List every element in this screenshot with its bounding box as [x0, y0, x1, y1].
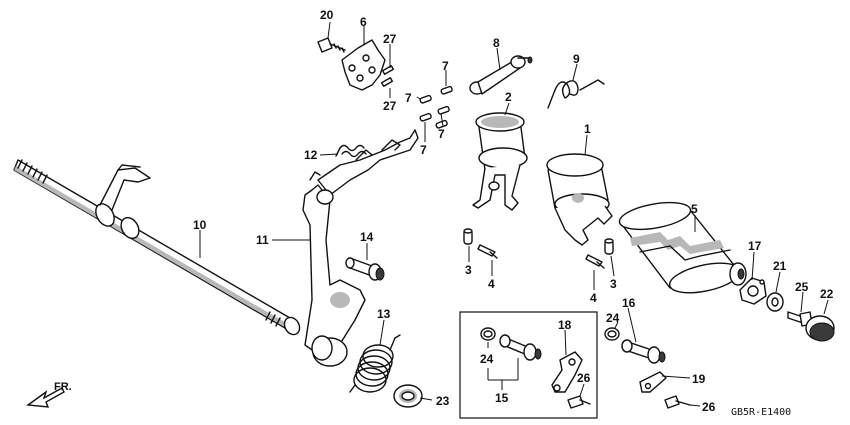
label-26b: 26 — [702, 400, 716, 414]
oil-seal-part — [393, 384, 423, 408]
label-23: 23 — [436, 394, 450, 408]
drum-stopper-plate-part — [317, 37, 395, 91]
label-4a: 4 — [488, 277, 495, 291]
direction-label: FR. — [54, 381, 72, 393]
shift-drum-part — [618, 201, 747, 294]
label-6: 6 — [360, 15, 367, 29]
stopper-arm-part — [469, 55, 533, 95]
label-7b: 7 — [405, 91, 412, 105]
bolt-26-part — [664, 395, 691, 409]
label-24a: 24 — [480, 352, 494, 366]
label-21: 21 — [773, 259, 787, 273]
front-direction-arrow: FR. — [26, 381, 72, 408]
label-8: 8 — [493, 36, 500, 50]
detail-box — [459, 311, 598, 419]
guide-pin-left-part — [463, 228, 473, 245]
label-1: 1 — [584, 122, 591, 136]
label-26a: 26 — [577, 371, 591, 385]
label-13: 13 — [377, 307, 391, 321]
label-25: 25 — [795, 280, 809, 294]
label-27a: 27 — [383, 32, 397, 46]
label-27b: 27 — [383, 99, 397, 113]
coil-spring-part — [349, 334, 401, 393]
dowel-pins-part — [419, 85, 453, 129]
cotter-pin-left-part — [477, 244, 498, 259]
drum-cap-part — [805, 315, 835, 342]
label-3b: 3 — [610, 277, 617, 291]
label-9: 9 — [573, 52, 580, 66]
label-12: 12 — [304, 148, 318, 162]
label-11: 11 — [256, 233, 269, 247]
guide-pin-right-part — [604, 238, 614, 255]
shaft-assembly-part — [604, 327, 666, 364]
label-10: 10 — [193, 218, 207, 232]
shift-fork-right-part — [546, 153, 613, 246]
label-7c: 7 — [438, 127, 445, 141]
label-20: 20 — [320, 8, 334, 22]
cotter-pin-right-part — [585, 254, 605, 269]
diagram-code: GB5R-E1400 — [731, 407, 791, 418]
label-7a: 7 — [442, 59, 449, 73]
label-16: 16 — [622, 296, 636, 310]
part-labels: 1 2 3 3 4 4 5 6 7 7 7 7 7 8 9 10 11 12 1… — [193, 8, 834, 414]
torsion-spring-part — [547, 79, 605, 109]
gearshift-spindle-part — [13, 159, 301, 336]
shift-arm-part — [302, 129, 419, 367]
drum-center-part — [739, 277, 767, 305]
leader-lines — [199, 21, 829, 407]
label-5: 5 — [691, 202, 698, 216]
label-3a: 3 — [465, 263, 472, 277]
label-24b: 24 — [606, 311, 620, 325]
label-17: 17 — [748, 239, 762, 253]
bracket-19-part — [639, 371, 667, 393]
label-15: 15 — [495, 391, 509, 405]
washer-part — [766, 292, 784, 312]
label-14: 14 — [360, 230, 374, 244]
label-7d: 7 — [420, 143, 427, 157]
label-19: 19 — [692, 372, 706, 386]
label-2: 2 — [505, 90, 512, 104]
stopper-pin-part — [345, 257, 385, 281]
return-spring-part — [335, 144, 367, 158]
label-18: 18 — [558, 318, 572, 332]
label-4b: 4 — [590, 291, 597, 305]
shift-fork-left-part — [472, 112, 528, 211]
label-22: 22 — [820, 287, 834, 301]
